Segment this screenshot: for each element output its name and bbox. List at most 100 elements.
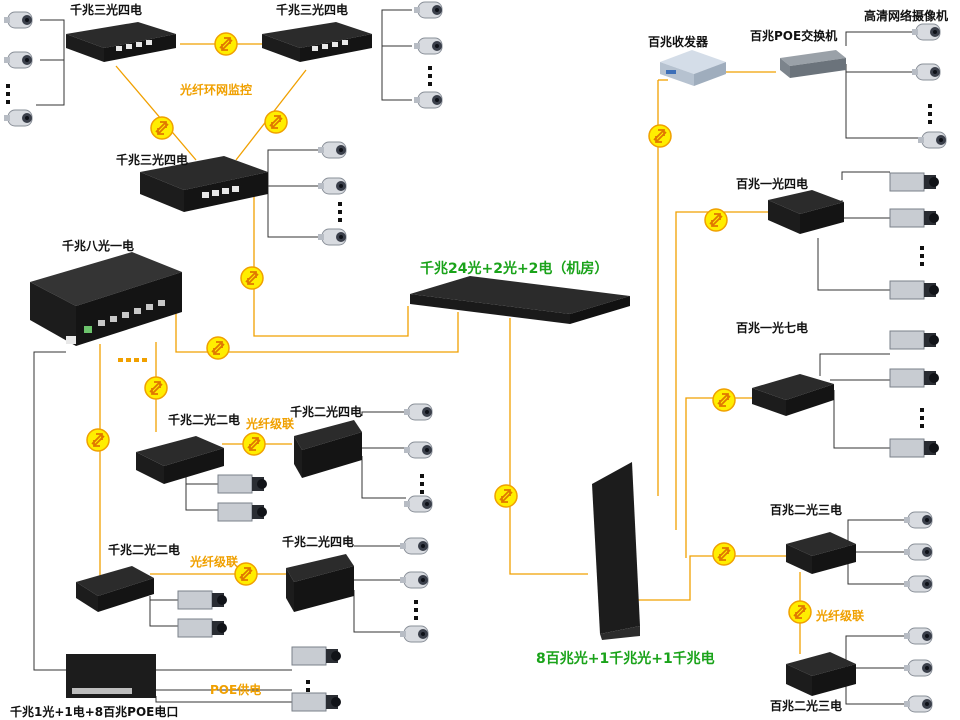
fiber-node-icon — [86, 428, 110, 452]
two-three-bottom-switch — [786, 652, 856, 696]
box-camera-icon — [889, 330, 940, 350]
ellipsis-dot — [414, 608, 418, 612]
ellipsis-dot — [420, 482, 424, 486]
two-three-bottom-label: 百兆二光三电 — [770, 699, 843, 713]
fiber-node-icon — [214, 32, 238, 56]
ellipsis-dot — [6, 100, 10, 104]
dome-camera-icon — [903, 659, 933, 677]
middle-switch-label: 千兆三光四电 — [116, 153, 189, 167]
box-camera-icon — [889, 172, 940, 192]
ellipsis-dot — [420, 490, 424, 494]
eight-port-switch-label: 千兆八光一电 — [62, 239, 135, 253]
dome-camera-icon — [911, 23, 941, 41]
ring-caption: 光纤环网监控 — [180, 83, 253, 97]
cascade-1-right-switch — [294, 420, 362, 478]
ellipsis-dot — [920, 408, 924, 412]
dome-camera-icon — [413, 91, 443, 109]
ellipsis-dot — [338, 210, 342, 214]
top-right-switch — [262, 22, 372, 62]
fiber-node-icon — [144, 376, 168, 400]
dome-camera-icon — [903, 543, 933, 561]
bottom-core-switch — [592, 462, 640, 640]
ellipsis-dot — [420, 474, 424, 478]
copper-link — [381, 9, 412, 101]
box-camera-icon — [177, 590, 228, 610]
fiber-link — [638, 555, 790, 601]
fiber-node-icon — [712, 388, 736, 412]
middle-switch — [140, 156, 268, 212]
fiber-node-icon — [240, 266, 264, 290]
fiber-node-icon — [234, 562, 258, 586]
cascade-1-left-switch — [136, 436, 224, 484]
box-camera-icon — [889, 368, 940, 388]
cascade-1-right-label: 千兆二光四电 — [290, 405, 363, 419]
fiber-node-icon — [242, 432, 266, 456]
dome-camera-icon — [903, 695, 933, 713]
dome-camera-icon — [403, 441, 433, 459]
ellipsis-dot — [414, 616, 418, 620]
dome-camera-icon — [399, 537, 429, 555]
dome-camera-icon — [3, 51, 33, 69]
dome-camera-icon — [903, 511, 933, 529]
copper-link — [149, 596, 178, 627]
fiber-node-icon — [648, 124, 672, 148]
dome-camera-icon — [399, 625, 429, 643]
top-left-switch-label: 千兆三光四电 — [70, 3, 143, 17]
copper-link — [361, 411, 406, 499]
dotted-continuations — [6, 66, 932, 692]
box-camera-icon — [889, 280, 940, 300]
dome-camera-icon — [903, 575, 933, 593]
core-rack-switch — [410, 276, 630, 324]
ellipsis-dot — [928, 120, 932, 124]
fiber-link — [509, 318, 588, 575]
ellipsis-dot — [920, 262, 924, 266]
media-converter — [660, 50, 726, 86]
core-switch-label: 千兆24光+2光+2电（机房） — [420, 261, 609, 277]
ellipsis-dot — [920, 416, 924, 420]
dome-camera-icon — [903, 627, 933, 645]
cascade-1-left-label: 千兆二光二电 — [168, 413, 241, 427]
fiber-nodes — [86, 32, 812, 624]
box-camera-icon — [291, 692, 342, 712]
transceiver-label: 百兆收发器 — [648, 35, 709, 49]
dome-camera-icon — [399, 571, 429, 589]
fiber-node-icon — [494, 484, 518, 508]
top-right-switch-label: 千兆三光四电 — [276, 3, 349, 17]
ellipsis-dot — [338, 218, 342, 222]
poe-supply-label: POE供电 — [210, 683, 262, 697]
fiber-link — [115, 65, 197, 161]
one-four-label: 百兆一光四电 — [736, 177, 809, 191]
ellipsis-dot — [134, 358, 139, 362]
fiber-link — [175, 300, 459, 353]
fiber-links — [99, 43, 801, 654]
cascade-2-left-switch — [76, 566, 154, 612]
cascade-2-left-label: 千兆二光二电 — [108, 543, 181, 557]
ellipsis-dot — [338, 202, 342, 206]
fiber-node-icon — [712, 542, 736, 566]
top-left-switch — [66, 22, 176, 62]
ellipsis-dot — [6, 84, 10, 88]
box-camera-icon — [889, 438, 940, 458]
fiber-node-icon — [788, 600, 812, 624]
ellipsis-dot — [118, 358, 123, 362]
ellipsis-dot — [6, 92, 10, 96]
ellipsis-dot — [920, 424, 924, 428]
ellipsis-dot — [306, 688, 310, 692]
fiber-node-icon — [264, 110, 288, 134]
one-seven-switch — [752, 374, 834, 416]
hd-camera-label: 高清网络摄像机 — [864, 9, 949, 23]
cascade-2-right-label: 千兆二光四电 — [282, 535, 355, 549]
dome-camera-icon — [317, 141, 347, 159]
ellipsis-dot — [920, 246, 924, 250]
cascade-2-right-switch — [286, 554, 354, 612]
ellipsis-dot — [414, 600, 418, 604]
box-camera-icon — [177, 618, 228, 638]
dome-camera-icon — [3, 109, 33, 127]
copper-link — [353, 545, 402, 633]
ellipsis-dot — [928, 104, 932, 108]
box-camera-icon — [217, 502, 268, 522]
dome-camera-icon — [917, 131, 947, 149]
dome-camera-icon — [911, 63, 941, 81]
